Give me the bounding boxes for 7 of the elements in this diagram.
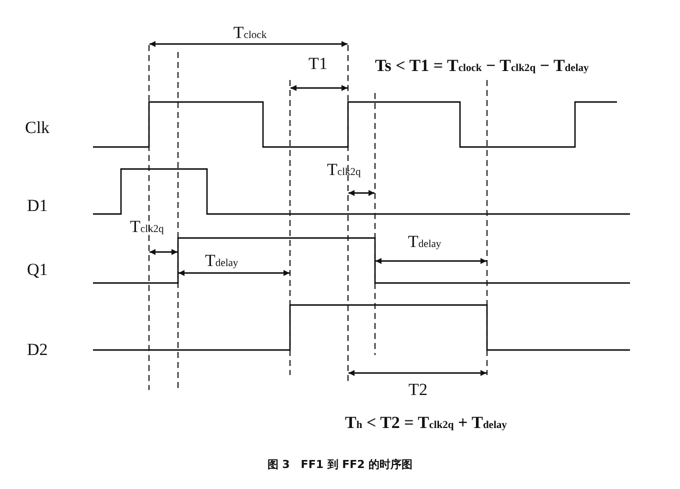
signal-name: D2 bbox=[27, 341, 48, 358]
dimension-label: T1 bbox=[308, 55, 328, 72]
signal-name: Q1 bbox=[27, 261, 48, 278]
figure-caption: 图 3 FF1 到 FF2 的时序图 bbox=[266, 457, 414, 472]
signal-name: Clk bbox=[25, 119, 50, 136]
dimension-label: T2 bbox=[408, 381, 428, 398]
signal-name: D1 bbox=[27, 197, 48, 214]
